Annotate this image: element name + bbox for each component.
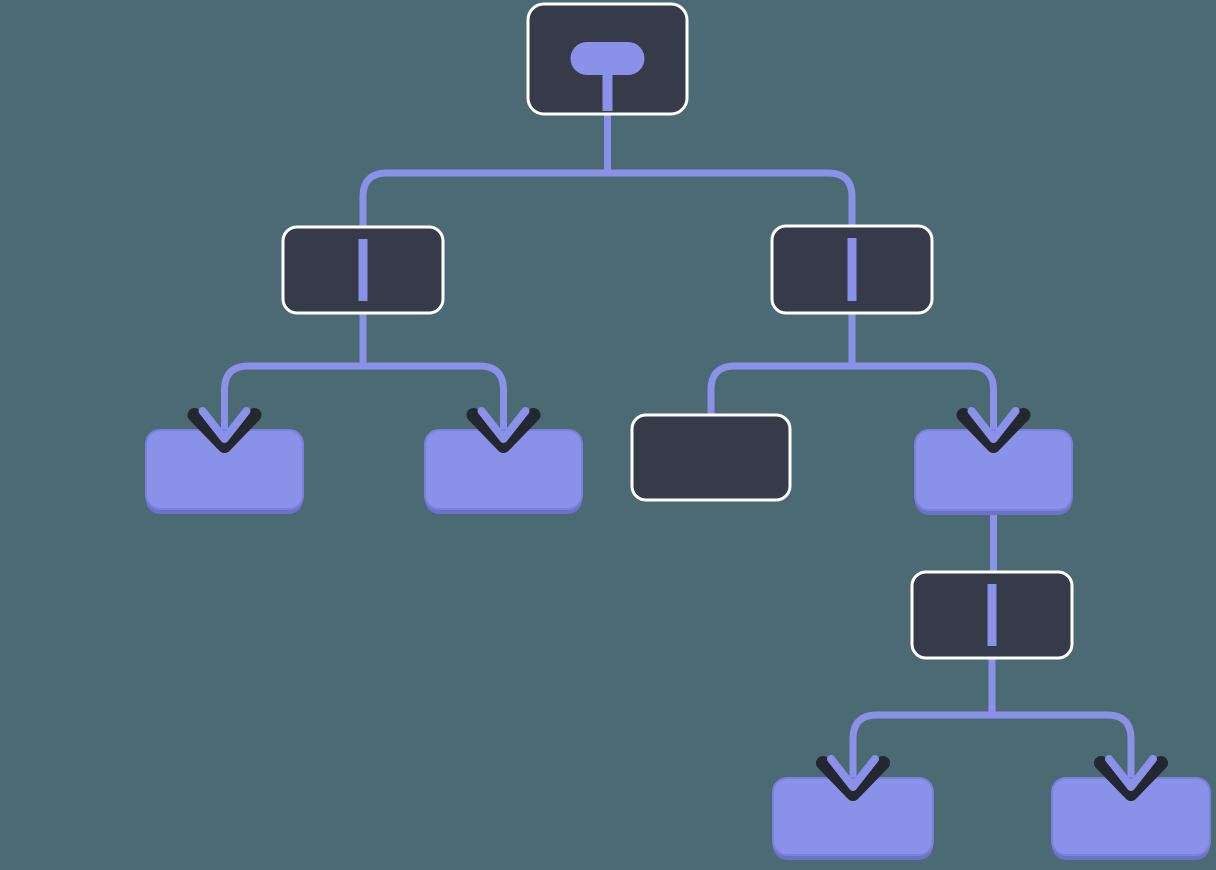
- handle-vline-icon: [847, 238, 857, 301]
- chevron-down-icon: [816, 755, 890, 801]
- chevron-inner: [1105, 755, 1157, 791]
- edges-layer: [221, 112, 1135, 782]
- chevron-inner: [827, 755, 879, 791]
- node-body: [145, 429, 304, 510]
- node-body: [1051, 777, 1211, 856]
- handle-stem: [602, 73, 613, 111]
- chevron-outline: [187, 408, 262, 453]
- handle-vline-icon: [358, 239, 368, 301]
- edge-root-branch-left: [359, 112, 611, 232]
- node-body: [424, 429, 583, 510]
- chevron-down-icon: [1094, 755, 1168, 801]
- edge-branch-right-dark-leaf: [707, 311, 856, 420]
- chevron-outline: [466, 408, 541, 453]
- node-body: [914, 429, 1073, 511]
- chevron-inner: [477, 407, 530, 443]
- edge-branch-bottom-leaf-d: [849, 656, 996, 782]
- tree-node-leaf-c[interactable]: [914, 429, 1073, 515]
- handle-vline-icon: [987, 584, 997, 646]
- chevron-inner: [198, 407, 251, 443]
- tree-node-leaf-e[interactable]: [1051, 777, 1211, 860]
- chevron-outline: [1094, 756, 1168, 801]
- chevron-inner: [967, 407, 1020, 443]
- edge-root-branch-right: [604, 112, 856, 231]
- arrows-layer: [187, 407, 1168, 801]
- chevron-outline: [956, 408, 1031, 453]
- edge-branch-left-leaf-a: [221, 311, 367, 434]
- nodes-layer: [145, 2, 1211, 860]
- tree-node-branch-bottom[interactable]: [910, 570, 1074, 660]
- tree-node-branch-right[interactable]: [770, 224, 934, 315]
- edge-branch-right-leaf-c: [848, 311, 997, 434]
- chevron-outline: [816, 756, 890, 801]
- handle-pill-icon: [570, 42, 645, 75]
- tree-node-root[interactable]: [526, 2, 689, 116]
- tree-node-leaf-a[interactable]: [145, 429, 304, 514]
- chevron-down-icon: [187, 407, 262, 453]
- node-body: [630, 413, 792, 502]
- edge-branch-left-leaf-b: [359, 311, 507, 434]
- edge-branch-bottom-leaf-e: [988, 656, 1135, 782]
- tree-node-leaf-b[interactable]: [424, 429, 583, 514]
- tree-node-dark-leaf[interactable]: [630, 413, 792, 502]
- tree-node-leaf-d[interactable]: [772, 777, 934, 860]
- tree-node-branch-left[interactable]: [281, 225, 445, 315]
- chevron-down-icon: [956, 407, 1031, 453]
- node-body: [772, 777, 934, 856]
- chevron-down-icon: [466, 407, 541, 453]
